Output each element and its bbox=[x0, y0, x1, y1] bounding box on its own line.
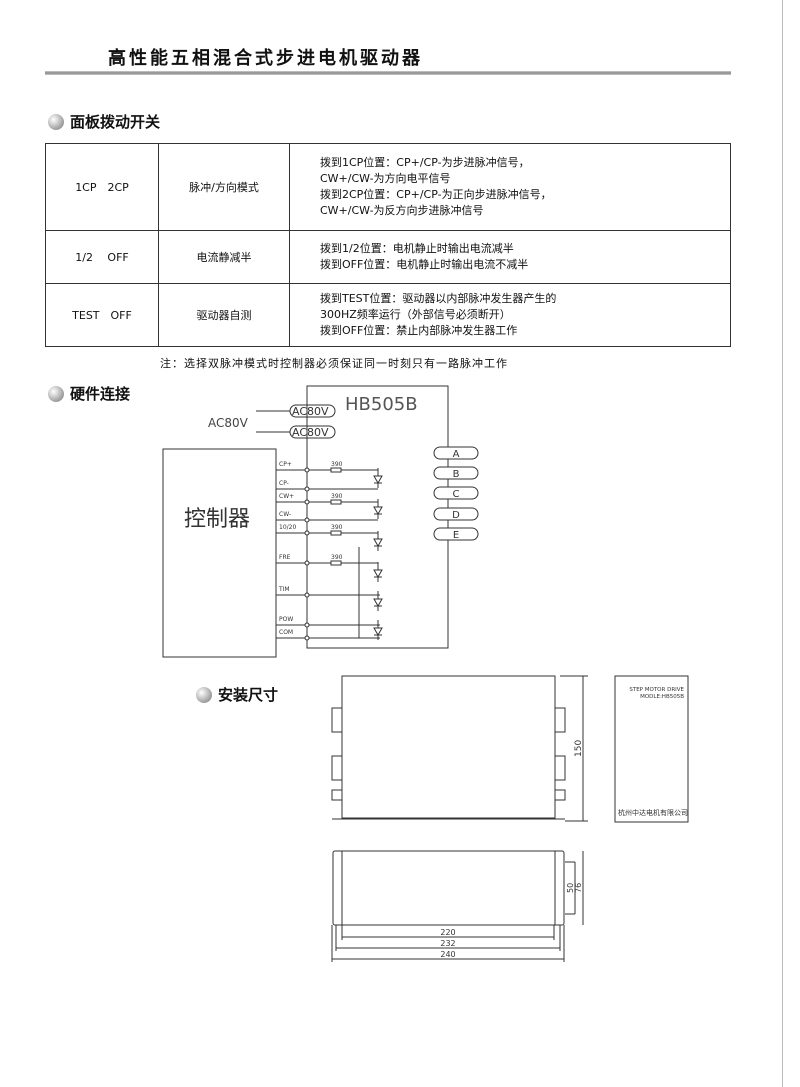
table-row: 1/2 OFF 电流静减半 拨到1/2位置：电机静止时输出电流减半拨到OFF位置… bbox=[45, 230, 731, 284]
switch-position: 1CP 2CP bbox=[45, 143, 159, 231]
phase-terminal bbox=[433, 507, 479, 521]
signal-label: CP+ bbox=[279, 461, 292, 468]
resistor-label: 390 bbox=[331, 493, 343, 500]
company-label: 杭州中达电机有限公司 bbox=[618, 808, 688, 817]
controller-label: 控制器 bbox=[184, 507, 250, 532]
signal-label: CW+ bbox=[279, 493, 294, 500]
heading-text: 硬件连接 bbox=[70, 385, 131, 403]
switch-description: 拨到1/2位置：电机静止时输出电流减半拨到OFF位置：电机静止时输出电流不减半 bbox=[289, 230, 731, 284]
optocoupler-icon bbox=[373, 531, 383, 551]
phase-terminal bbox=[433, 446, 479, 460]
phase-label: B bbox=[453, 469, 460, 480]
switch-function: 驱动器自测 bbox=[158, 283, 290, 347]
optocoupler-icon bbox=[373, 499, 383, 519]
signal-label: COM bbox=[279, 629, 293, 636]
wiring-diagram: HB505B AC80V AC80V AC80V 控制器 CP+390CP-CW… bbox=[162, 385, 479, 658]
table-note: 注：选择双脉冲模式时控制器必须保证同一时刻只有一路脉冲工作 bbox=[160, 357, 508, 370]
phase-label: E bbox=[453, 530, 459, 541]
phase-label: D bbox=[452, 510, 460, 521]
phase-terminal bbox=[433, 486, 479, 500]
front-view-drawing: 50 76 220 232 240 bbox=[331, 850, 584, 962]
optocoupler-icon bbox=[373, 620, 383, 640]
page-title: 高性能五相混合式步进电机驱动器 bbox=[108, 48, 423, 69]
label-line: MODLE:HB505B bbox=[640, 694, 684, 700]
section-switch-heading: 面板拨动开关 bbox=[48, 111, 160, 132]
optocoupler-icon bbox=[373, 468, 383, 488]
phase-terminal bbox=[433, 466, 479, 480]
bullet-icon bbox=[48, 385, 64, 402]
page-edge-line bbox=[782, 0, 783, 1087]
phase-label: A bbox=[453, 449, 460, 460]
switch-position: TEST OFF bbox=[45, 283, 159, 347]
signal-label: CW- bbox=[279, 511, 291, 518]
bullet-icon bbox=[196, 686, 212, 703]
optocoupler-icon bbox=[373, 562, 383, 582]
dim-76: 76 bbox=[574, 883, 583, 893]
top-view-drawing: 150 bbox=[331, 675, 588, 822]
section-wiring-heading: 硬件连接 bbox=[48, 383, 130, 404]
signal-label: 10/20 bbox=[279, 524, 296, 531]
label-plate: STEP MOTOR DRIVE MODLE:HB505B 杭州中达电机有限公司 bbox=[614, 675, 689, 823]
dim-220: 220 bbox=[440, 928, 455, 937]
optocoupler-icon bbox=[373, 591, 383, 611]
switch-description: 拨到1CP位置：CP+/CP-为步进脉冲信号，CW+/CW-为方向电平信号拨到2… bbox=[289, 143, 731, 231]
height-dim: 150 bbox=[574, 740, 584, 757]
ac-label: AC80V bbox=[208, 416, 249, 430]
switch-position: 1/2 OFF bbox=[45, 230, 159, 284]
signal-label: CP- bbox=[279, 480, 289, 487]
signal-label: TIM bbox=[278, 586, 290, 593]
resistor-label: 390 bbox=[331, 554, 343, 561]
dim-232: 232 bbox=[440, 939, 455, 948]
signal-label: POW bbox=[279, 616, 293, 623]
resistor-label: 390 bbox=[331, 524, 343, 531]
section-dims-heading: 安装尺寸 bbox=[196, 684, 278, 705]
controller-box bbox=[162, 448, 277, 658]
driver-model: HB505B bbox=[345, 394, 418, 415]
heading-text: 面板拨动开关 bbox=[70, 113, 161, 131]
switch-table: 1CP 2CP 脉冲/方向模式 拨到1CP位置：CP+/CP-为步进脉冲信号，C… bbox=[45, 143, 731, 347]
resistor-label: 390 bbox=[331, 461, 343, 468]
ac-terminal bbox=[289, 425, 336, 439]
switch-function: 电流静减半 bbox=[158, 230, 290, 284]
title-rule bbox=[45, 71, 731, 75]
label-line: STEP MOTOR DRIVE bbox=[629, 687, 684, 693]
bullet-icon bbox=[48, 113, 64, 130]
signal-label: FRE bbox=[279, 554, 291, 561]
ac-terminal bbox=[289, 404, 336, 418]
phase-label: C bbox=[453, 489, 460, 500]
phase-terminal bbox=[433, 527, 479, 541]
dim-240: 240 bbox=[440, 950, 455, 959]
dim-50: 50 bbox=[566, 883, 575, 893]
ac-terminal-label: AC80V bbox=[292, 405, 329, 418]
heading-text: 安装尺寸 bbox=[218, 686, 279, 704]
ac-terminal-label: AC80V bbox=[292, 426, 329, 439]
